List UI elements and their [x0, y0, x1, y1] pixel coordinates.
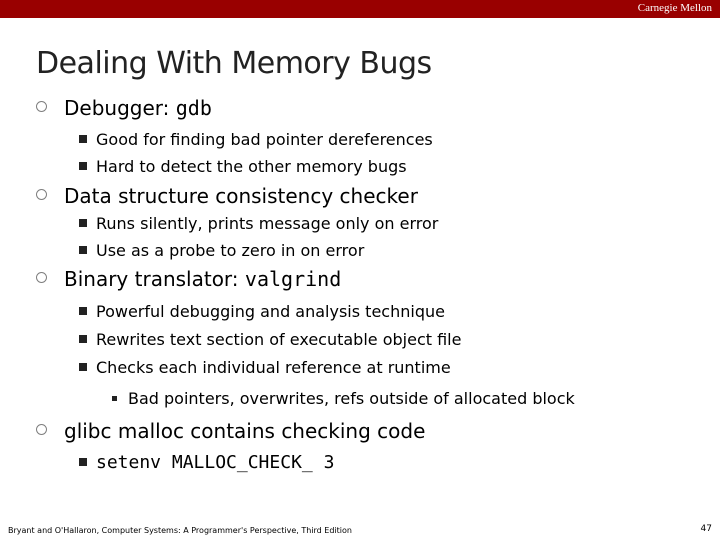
circle-bullet-icon [36, 101, 47, 112]
bullet-code: gdb [175, 96, 212, 120]
square-bullet-icon [112, 396, 117, 401]
square-bullet-icon [79, 363, 87, 371]
bullet-label: Binary translator: [64, 267, 245, 291]
circle-bullet-icon [36, 424, 47, 435]
sub-bullet-code: setenv MALLOC_CHECK_ 3 [96, 452, 335, 473]
circle-bullet-icon [36, 272, 47, 283]
square-bullet-icon [79, 307, 87, 315]
bullet-code: valgrind [244, 267, 342, 291]
square-bullet-icon [79, 335, 87, 343]
sub-sub-bullet-text: Bad pointers, overwrites, refs outside o… [128, 389, 575, 408]
sub-bullet-text: Hard to detect the other memory bugs [96, 157, 407, 176]
square-bullet-icon [79, 246, 87, 254]
header-bar: Carnegie Mellon [0, 0, 720, 18]
square-bullet-icon [79, 162, 87, 170]
footer-citation: Bryant and O'Hallaron, Computer Systems:… [8, 526, 352, 535]
sub-bullet-text: Good for finding bad pointer dereference… [96, 130, 433, 149]
sub-bullet-text: Powerful debugging and analysis techniqu… [96, 302, 445, 321]
square-bullet-icon [79, 135, 87, 143]
page-number: 47 [700, 524, 712, 534]
sub-bullet-text: Rewrites text section of executable obje… [96, 330, 462, 349]
sub-bullet-text: Runs silently, prints message only on er… [96, 214, 439, 233]
sub-bullet-text: Use as a probe to zero in on error [96, 241, 365, 260]
brand-label: Carnegie Mellon [637, 2, 712, 14]
square-bullet-icon [79, 219, 87, 227]
bullet-label: glibc malloc contains checking code [64, 419, 426, 443]
bullet-label: Debugger: [64, 96, 176, 120]
sub-bullet-text: Checks each individual reference at runt… [96, 358, 451, 377]
slide-title: Dealing With Memory Bugs [36, 46, 432, 81]
bullet-label: Data structure consistency checker [64, 184, 418, 208]
circle-bullet-icon [36, 189, 47, 200]
square-bullet-icon [79, 458, 87, 466]
